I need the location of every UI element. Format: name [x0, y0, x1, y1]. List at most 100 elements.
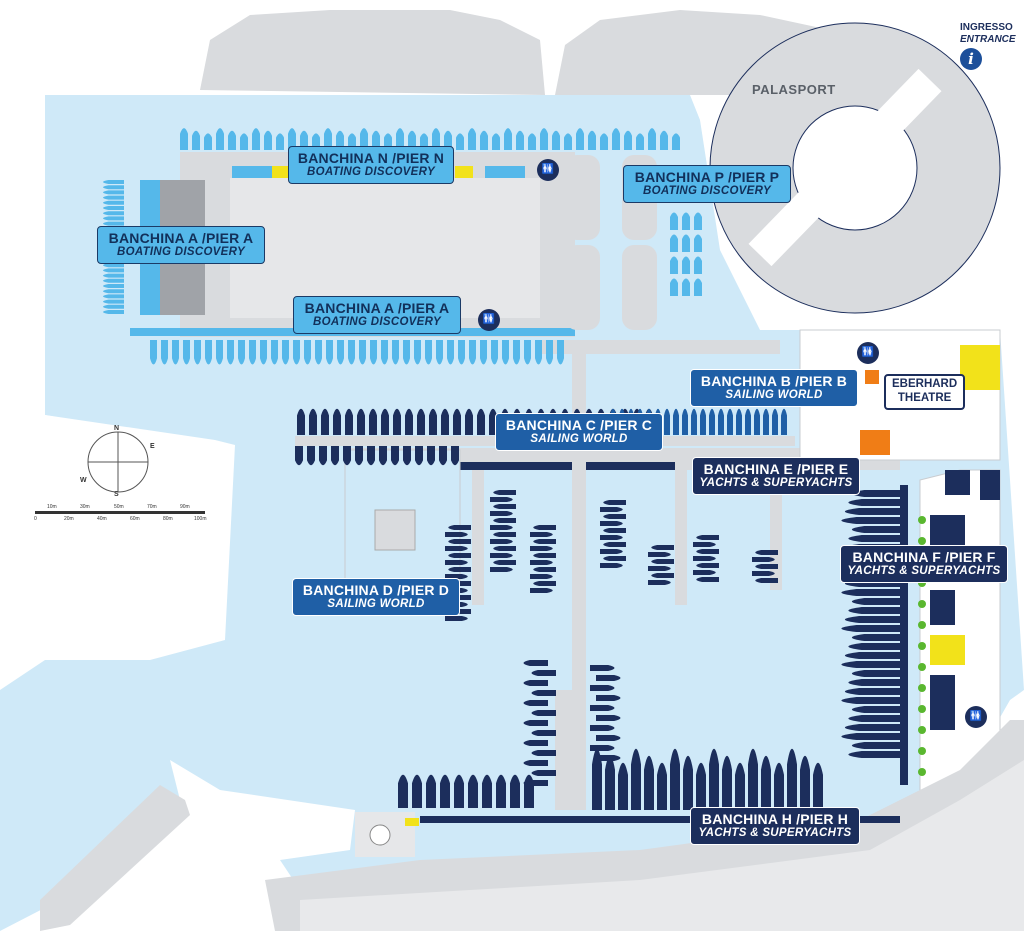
boat: [103, 268, 124, 273]
boat: [851, 706, 900, 713]
palasport-axis: [748, 68, 942, 267]
boat: [748, 748, 758, 810]
finger-2: [675, 470, 687, 605]
boat: [396, 128, 404, 150]
eberhard-theatre-label[interactable]: EBERHARD THEATRE: [884, 374, 966, 410]
boat: [453, 408, 461, 435]
pier-e-label[interactable]: BANCHINA E /PIER E YACHTS & SUPERYACHTS: [692, 457, 860, 496]
parking-4: [622, 245, 657, 330]
boat: [546, 340, 553, 365]
boat: [672, 133, 680, 150]
boat: [755, 564, 778, 569]
pier-d-title: BANCHINA D /PIER D: [302, 582, 450, 598]
boat: [682, 234, 690, 252]
boat: [357, 408, 365, 435]
boat: [415, 446, 423, 466]
boat: [276, 133, 284, 150]
pier-d-structure: [374, 509, 416, 551]
pier-a-south-title: BANCHINA A /PIER A: [304, 300, 450, 316]
boat: [282, 340, 289, 365]
boat: [490, 497, 513, 502]
theatre-line1: EBERHARD: [892, 378, 958, 390]
compass-cross: [88, 432, 148, 492]
pier-c-label[interactable]: BANCHINA C /PIER C SAILING WORLD: [495, 413, 663, 452]
pier-f-subtitle: YACHTS & SUPERYACHTS: [847, 565, 1001, 578]
pier-p-subtitle: BOATING DISCOVERY: [643, 185, 771, 198]
boat: [624, 130, 632, 150]
pier-a-west-title: BANCHINA A /PIER A: [108, 230, 254, 246]
pier-b-label[interactable]: BANCHINA B /PIER B SAILING WORLD: [690, 369, 858, 408]
pier-f-title: BANCHINA F /PIER F: [852, 549, 996, 565]
entrance-line1: INGRESSO: [960, 22, 1013, 33]
palm-tree-icon: [918, 768, 926, 776]
boat: [533, 539, 556, 544]
boat: [660, 130, 668, 150]
boat: [227, 340, 234, 365]
pier-d-subtitle: SAILING WORLD: [327, 598, 425, 611]
pier-e-subtitle: YACHTS & SUPERYACHTS: [699, 477, 853, 490]
boat: [336, 130, 344, 150]
boat: [333, 408, 341, 435]
boat: [103, 221, 124, 226]
boat: [502, 340, 509, 365]
palm-tree-icon: [918, 705, 926, 713]
boat: [379, 446, 387, 466]
boat: [851, 670, 900, 677]
east-stand-1: [945, 470, 970, 495]
boat: [528, 133, 536, 150]
boat: [596, 695, 621, 701]
boat: [490, 525, 513, 530]
boat: [691, 408, 697, 435]
pier-a-south-subtitle: BOATING DISCOVERY: [313, 316, 441, 329]
pier-f-stand-3: [930, 675, 955, 730]
scale-top-3: 70m: [147, 504, 157, 510]
boat: [533, 567, 556, 572]
boat: [445, 546, 468, 551]
pier-b-title: BANCHINA B /PIER B: [700, 373, 848, 389]
pier-h-label[interactable]: BANCHINA H /PIER H YACHTS & SUPERYACHTS: [690, 807, 860, 846]
boat: [429, 408, 437, 435]
boat: [393, 408, 401, 435]
boat: [590, 685, 615, 691]
pier-f-label[interactable]: BANCHINA F /PIER F YACHTS & SUPERYACHTS: [840, 545, 1008, 584]
pier-h-yellow: [405, 818, 419, 826]
pier-a-south-label[interactable]: BANCHINA A /PIER A BOATING DISCOVERY: [293, 296, 461, 335]
pier-p-label[interactable]: BANCHINA P /PIER P BOATING DISCOVERY: [623, 165, 791, 204]
compass-w: W: [80, 477, 87, 484]
info-icon[interactable]: i: [960, 48, 982, 70]
boat: [533, 525, 556, 530]
pier-n-label[interactable]: BANCHINA N /PIER N BOATING DISCOVERY: [288, 146, 454, 185]
entrance-line2: ENTRANCE: [960, 34, 1016, 45]
scale-top-1: 30m: [80, 504, 90, 510]
boat: [321, 408, 329, 435]
boat: [761, 755, 771, 810]
boat: [403, 340, 410, 365]
boat: [531, 770, 556, 776]
pier-n-title: BANCHINA N /PIER N: [297, 150, 445, 166]
boat: [787, 748, 797, 810]
scale-bottom-3: 60m: [130, 516, 140, 522]
boat: [490, 553, 513, 558]
boat: [523, 680, 548, 686]
boat: [576, 128, 584, 150]
scale-bottom-4: 80m: [163, 516, 173, 522]
boat: [469, 340, 476, 365]
pier-a-west-label[interactable]: BANCHINA A /PIER A BOATING DISCOVERY: [97, 226, 265, 265]
boat: [367, 446, 375, 466]
palm-tree-icon: [918, 537, 926, 545]
boat: [432, 128, 440, 150]
boat: [523, 760, 548, 766]
boat: [324, 128, 332, 150]
compass-e: E: [150, 443, 155, 450]
pier-d-label[interactable]: BANCHINA D /PIER D SAILING WORLD: [292, 578, 460, 617]
boat: [700, 408, 706, 435]
boat: [420, 133, 428, 150]
pier-e-bar: [455, 462, 675, 470]
boat: [841, 589, 900, 596]
boat: [384, 133, 392, 150]
boat: [851, 598, 900, 605]
boat: [103, 263, 124, 268]
pier-p-title: BANCHINA P /PIER P: [634, 169, 780, 185]
boat: [844, 652, 900, 659]
helipad: [369, 824, 391, 846]
